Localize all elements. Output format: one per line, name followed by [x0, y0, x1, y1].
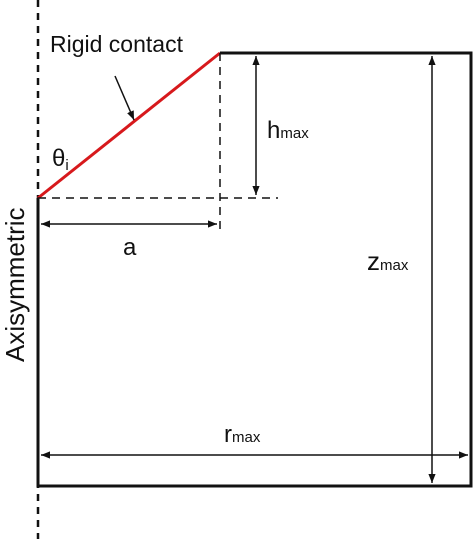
- rigid-indenter-line: [37, 51, 221, 200]
- domain-outline: [36, 51, 473, 488]
- h-max-label: hmax: [267, 117, 309, 144]
- contact-pointer-arrow: [114, 75, 135, 121]
- a-label: a: [123, 234, 137, 261]
- rigid-contact-label: Rigid contact: [50, 31, 184, 57]
- theta-label: θi: [52, 145, 69, 174]
- axisymmetric-label: Axisymmetric: [0, 207, 30, 362]
- r-max-label: rmax: [224, 421, 261, 448]
- z-max-label: zmax: [367, 246, 409, 276]
